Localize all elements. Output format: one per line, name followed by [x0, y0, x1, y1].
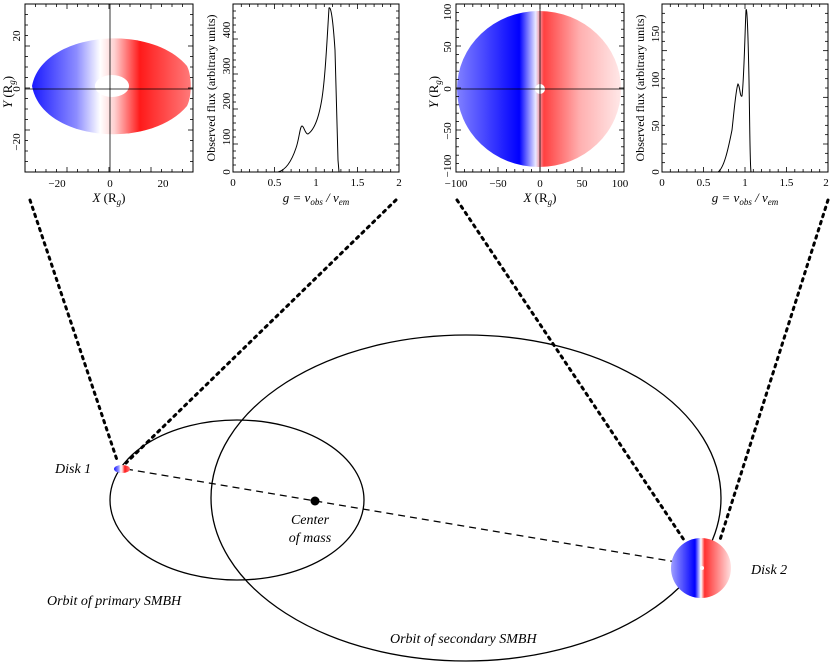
disk1-image-ytick: 0 — [11, 86, 23, 92]
disk2-connector-left — [455, 198, 688, 545]
disk2-line-profile — [717, 9, 752, 173]
disk2-profile-xtick: 2 — [823, 177, 829, 189]
disk1-image-ylabel: Y (Rg) — [0, 76, 17, 108]
disk2-profile-ytick: 100 — [650, 71, 662, 88]
disk1-connector-left — [28, 198, 120, 465]
disk1-image-xtick: 20 — [158, 178, 170, 190]
disk1-image-panel: −20 0 20 20 0 −20 X (Rg) Y (Rg) — [0, 3, 194, 207]
disk1-marker — [114, 465, 130, 473]
disk1-profile-ticks — [232, 3, 400, 173]
orbit-primary — [109, 419, 365, 581]
disk1-profile-xtick: 2 — [396, 177, 402, 189]
disk1-image-ytick: −20 — [11, 133, 23, 151]
disk1-profile-panel: 0 0.5 1 1.5 2 0 100 200 300 400 Observed… — [204, 3, 402, 207]
disk2-profile-xtick: 1 — [742, 177, 748, 189]
disk1-image-ticks — [24, 3, 194, 173]
disk2-image-panel: −100 −50 0 50 100 100 50 0 −50 −100 X (R… — [426, 3, 629, 207]
disk1-profile-xtick: 0 — [230, 177, 236, 189]
disk1-image-xtick: −20 — [48, 178, 66, 190]
disk2-image-ytick: −50 — [442, 122, 454, 140]
center-of-mass-label-line2: of mass — [289, 531, 332, 546]
disk2-image-ytick: 0 — [442, 86, 454, 92]
disk2-image-ytick: 100 — [442, 3, 454, 20]
disk2-image-ylabel: Y (Rg) — [426, 76, 443, 108]
disk2-image-xtick: 50 — [577, 178, 589, 190]
orbit-primary-label: Orbit of primary SMBH — [47, 594, 182, 609]
disk1-profile-ylabel: Observed flux (arbitrary units) — [204, 15, 218, 162]
disk1-profile-xtick: 1 — [313, 177, 319, 189]
disk2-profile-ticks — [661, 3, 829, 173]
disk1-image-xtick: 0 — [107, 178, 113, 190]
disk2-profile-xtick: 0 — [659, 177, 665, 189]
disk1-profile-xlabel: g = vobs / vem — [283, 190, 350, 207]
disk1-profile-ytick: 100 — [221, 128, 233, 145]
disk2-image-xlabel: X (Rg) — [522, 190, 556, 207]
disk2-image-ytick: 50 — [442, 41, 454, 53]
disk1-image-xlabel: X (Rg) — [91, 190, 125, 207]
disk1-profile-ytick: 200 — [221, 92, 233, 109]
disk2-profile-ytick: 150 — [650, 25, 662, 42]
orbit-secondary-label: Orbit of secondary SMBH — [390, 632, 537, 647]
disk1-inner-hole — [95, 75, 129, 97]
disk2-image-xtick: −100 — [445, 178, 468, 190]
disk2-profile-ylabel: Observed flux (arbitrary units) — [633, 15, 647, 162]
disk1-profile-ytick: 400 — [221, 21, 233, 38]
disk1-profile-xtick: 0.5 — [268, 177, 282, 189]
separation-line — [125, 468, 701, 567]
center-of-mass-label-line1: Center — [291, 513, 330, 528]
disk2-profile-xlabel: g = vobs / vem — [712, 190, 779, 207]
disk2-image-xtick: −50 — [489, 178, 507, 190]
disk2-profile-xtick: 1.5 — [780, 177, 794, 189]
disk2-profile-panel: 0 0.5 1 1.5 2 0 50 100 150 Observed flux… — [633, 3, 829, 207]
center-of-mass-dot — [310, 496, 320, 506]
disk1-profile-ytick: 300 — [221, 57, 233, 74]
disk2-image-xtick: 0 — [537, 178, 543, 190]
disk2-connector-right — [717, 198, 830, 545]
disk2-profile-ytick: 0 — [650, 169, 662, 175]
orbit-secondary — [210, 334, 722, 662]
orbit-diagram: Disk 1 Disk 2 Center of mass Orbit of pr… — [47, 334, 787, 662]
zoom-connectors — [28, 198, 830, 545]
disk1-connector-right — [124, 198, 398, 465]
disk2-profile-xtick: 0.5 — [697, 177, 711, 189]
disk1-label: Disk 1 — [54, 462, 91, 477]
disk2-image-ytick: −100 — [442, 154, 454, 177]
disk1-image-ytick: 20 — [11, 30, 23, 42]
disk1-line-profile — [277, 7, 340, 173]
disk1-profile-ytick: 0 — [221, 169, 233, 175]
disk2-image-ticks — [455, 3, 625, 173]
disk2-profile-ytick: 50 — [650, 120, 662, 132]
disk1-profile-xtick: 1.5 — [351, 177, 365, 189]
disk2-label: Disk 2 — [750, 563, 787, 578]
disk2-image-xtick: 100 — [612, 178, 629, 190]
